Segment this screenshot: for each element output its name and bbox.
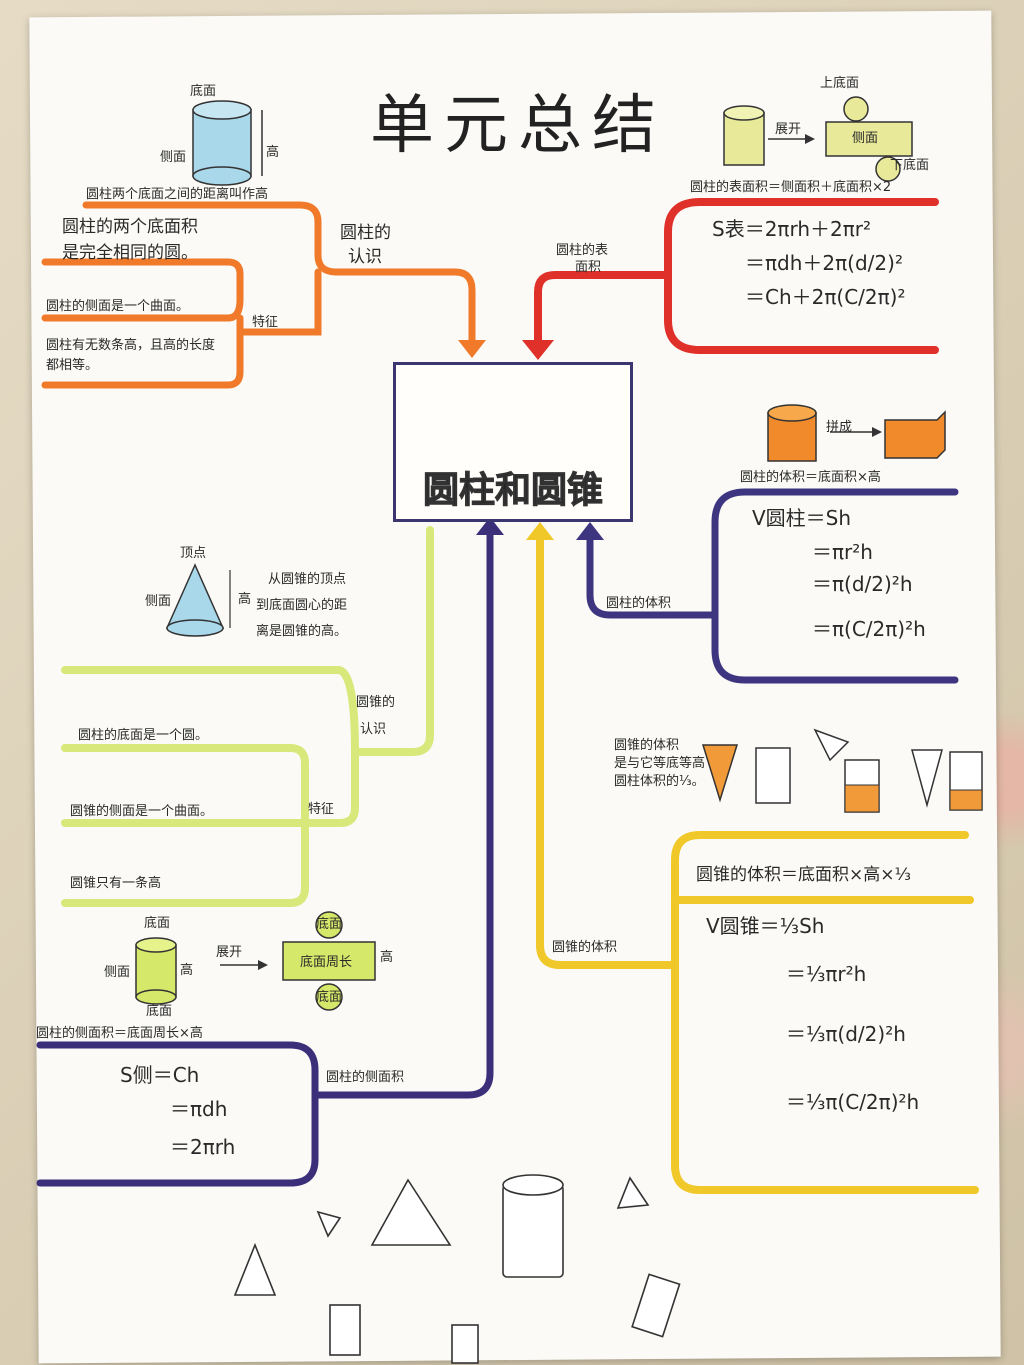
- volume-formula-3: ＝π(C/2π)²h: [812, 617, 926, 641]
- cone-vol-formula-1: ＝⅓πr²h: [786, 962, 867, 986]
- lateral-formula-1: ＝πdh: [170, 1097, 228, 1121]
- arrow-orange: [458, 340, 486, 358]
- cone-volume-drawings: [701, 728, 983, 813]
- lateral-unfold: 展开: [216, 945, 243, 960]
- bottom-doodles: [233, 1174, 681, 1364]
- cylinder-drawing-top-left: [192, 100, 263, 186]
- cone-desc-1: 到底面圆心的距: [256, 598, 348, 613]
- volume-label: 圆柱的体积: [606, 596, 672, 611]
- cyl-intro-item-2: 是完全相同的圆。: [62, 243, 198, 263]
- branch-cylinder-volume-lines: [586, 488, 959, 684]
- volume-formula-2: ＝π(d/2)²h: [812, 572, 913, 596]
- cone-vol-rule: 圆锥的体积＝底面积×高×⅓: [696, 865, 911, 885]
- surface-side: 侧面: [852, 131, 879, 146]
- arrow-navy-right: [576, 522, 604, 540]
- surface-formula-1: ＝πdh＋2π(d/2)²: [745, 251, 903, 275]
- cone-vol-formula-3: ＝⅓π(C/2π)²h: [786, 1090, 920, 1114]
- cone-fig-side: 侧面: [145, 594, 172, 609]
- cyl-intro-label-1: 圆柱的: [340, 223, 391, 243]
- arrow-purple: [476, 517, 504, 535]
- lateral-label: 圆柱的侧面积: [326, 1070, 405, 1085]
- surface-formula-0: S表＝2πrh＋2πr²: [712, 217, 872, 241]
- volume-drawing: [767, 404, 946, 462]
- cyl-intro-fig-height: 高: [266, 145, 280, 160]
- lateral-drawings: [135, 911, 376, 1011]
- cyl-intro-item-4: 圆柱有无数条高，且高的长度: [46, 338, 216, 353]
- cone-fig-height: 高: [238, 592, 252, 607]
- surface-label-1: 圆柱的表: [556, 243, 609, 258]
- cyl-intro-item-3: 圆柱的侧面是一个曲面。: [46, 299, 190, 314]
- cyl-intro-label-2: 认识: [348, 247, 382, 267]
- cone-sub-label: 特征: [308, 802, 335, 817]
- surface-rule: 圆柱的表面积＝侧面积＋底面积×2: [690, 180, 892, 195]
- cyl-intro-fig-top: 底面: [190, 84, 217, 99]
- cone-vol-formula-0: V圆锥＝⅓Sh: [706, 914, 825, 938]
- lateral-fig-side: 侧面: [104, 965, 131, 980]
- cyl-intro-item-5: 都相等。: [46, 358, 99, 373]
- surface-formula-2: ＝Ch＋2π(C/2π)²: [745, 285, 906, 309]
- cyl-intro-item-1: 圆柱的两个底面积: [62, 217, 198, 237]
- lateral-net-height: 高: [380, 950, 394, 965]
- cone-item-0: 圆柱的底面是一个圆。: [78, 728, 209, 743]
- cone-item-1: 圆锥的侧面是一个曲面。: [70, 804, 214, 819]
- lateral-fig-bottom: 底面: [146, 1004, 173, 1019]
- center-topic-box: 圆柱和圆锥: [393, 362, 633, 522]
- volume-rule: 圆柱的体积＝底面积×高: [740, 470, 881, 485]
- cone-vol-note-1: 是与它等底等高: [614, 756, 706, 771]
- cone-intro-label-1: 圆锥的: [356, 695, 396, 710]
- volume-cut: 拼成: [826, 420, 853, 435]
- cyl-intro-sub-label: 特征: [252, 315, 279, 330]
- lateral-fig-top: 底面: [144, 916, 171, 931]
- lateral-fig-height: 高: [180, 963, 194, 978]
- cone-fig-apex: 顶点: [180, 546, 207, 561]
- lateral-rule: 圆柱的侧面积＝底面周长×高: [36, 1026, 203, 1041]
- cone-vol-note-2: 圆柱体积的⅓。: [614, 774, 705, 789]
- branch-cone-volume-lines: [536, 531, 979, 1194]
- branch-cylinder-surface-lines: [534, 198, 939, 354]
- lateral-formula-0: S侧＝Ch: [120, 1063, 200, 1087]
- cone-drawing: [165, 563, 231, 637]
- cone-desc-2: 离是圆锥的高。: [256, 624, 348, 639]
- lateral-net-mid: 底面周长: [300, 955, 353, 970]
- surface-unfold: 展开: [775, 122, 802, 137]
- branch-cone-intro-lines: [61, 526, 434, 907]
- surface-bottom-base: 下底面: [890, 158, 930, 173]
- cone-item-2: 圆锥只有一条高: [70, 876, 162, 891]
- branch-cylinder-lateral-lines: [36, 526, 494, 1187]
- cone-vol-formula-2: ＝⅓π(d/2)²h: [786, 1022, 906, 1046]
- branch-cylinder-intro-lines: [41, 201, 476, 389]
- surface-label-2: 面积: [575, 260, 602, 275]
- cone-vol-note-0: 圆锥的体积: [614, 738, 680, 753]
- volume-formula-0: V圆柱＝Sh: [752, 506, 852, 530]
- lateral-net-bottom: 底面: [316, 990, 343, 1005]
- arrow-yellow: [526, 522, 554, 540]
- cone-desc-0: 从圆锥的顶点: [268, 572, 347, 587]
- cone-intro-label-2: 认识: [360, 722, 387, 737]
- surface-top-base: 上底面: [820, 76, 860, 91]
- lateral-net-top: 底面: [316, 917, 343, 932]
- center-topic-label: 圆柱和圆锥: [422, 470, 603, 512]
- arrow-red: [522, 340, 554, 360]
- cyl-intro-fig-side: 侧面: [160, 150, 187, 165]
- lateral-formula-2: ＝2πrh: [170, 1135, 236, 1159]
- surface-net-drawing: [723, 96, 913, 182]
- cyl-intro-item-0: 圆柱两个底面之间的距离叫作高: [86, 187, 269, 202]
- volume-formula-1: ＝πr²h: [812, 540, 873, 564]
- page-title: 单元总结: [370, 89, 666, 163]
- cone-vol-label: 圆锥的体积: [552, 940, 618, 955]
